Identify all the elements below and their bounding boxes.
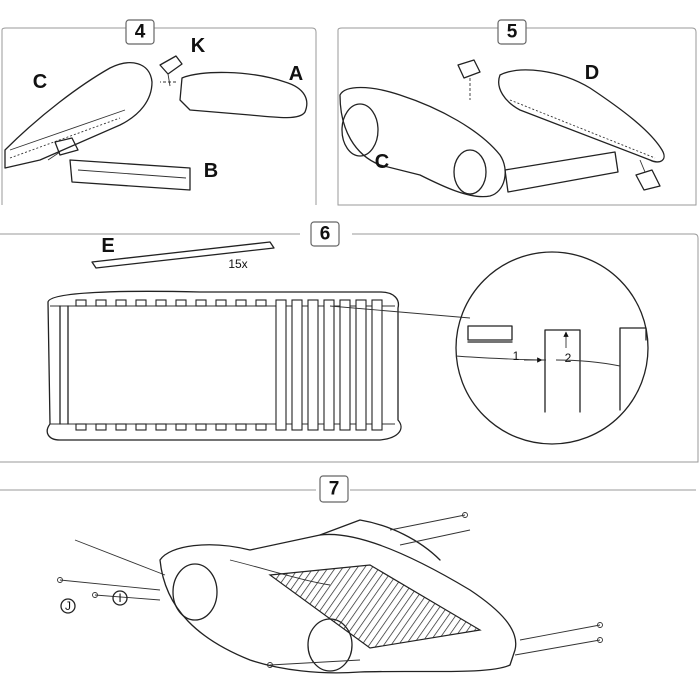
step-7-panel: 7 J I (0, 475, 696, 674)
step-6-badge (310, 221, 340, 247)
connector-top (457, 59, 481, 79)
label-j: J (65, 599, 71, 613)
car-headboard (319, 519, 441, 561)
label-e: E (101, 235, 114, 257)
slat-e (91, 241, 275, 269)
slat-base (268, 564, 482, 649)
label-a: A (289, 63, 303, 85)
bed-frame (46, 290, 402, 441)
bolt-i (112, 590, 128, 606)
step-6-number: 6 (320, 224, 331, 245)
wheel-front (453, 149, 487, 195)
installed-slats (275, 299, 383, 431)
step-7-number: 7 (329, 479, 340, 500)
step-4-number: 4 (135, 22, 146, 43)
label-b: B (204, 160, 218, 182)
step-5-panel: 5 C D (337, 19, 697, 206)
label-c: C (33, 71, 47, 93)
arrow-label-1: 1 (513, 349, 520, 363)
arrow-label-2: 2 (565, 351, 572, 365)
slat-holders-bottom (75, 423, 267, 431)
step-6-panel: 6 E 15x (0, 221, 699, 463)
detail-leader (329, 305, 471, 319)
rail-b (69, 159, 191, 191)
rail-step5 (504, 151, 619, 193)
assembly-rods (57, 512, 603, 668)
step-5-number: 5 (507, 22, 518, 43)
label-c-step5: C (375, 151, 389, 173)
bracket (54, 137, 79, 156)
headboard-d (498, 69, 665, 163)
quantity-label: 15x (228, 257, 247, 271)
connector-k (159, 55, 183, 75)
label-k: K (191, 35, 206, 57)
wheel-rear (341, 103, 379, 157)
label-d: D (585, 62, 599, 84)
connector-bottom (635, 169, 661, 191)
step-5-badge (497, 19, 527, 45)
car-side-c (339, 86, 506, 198)
label-i: I (118, 591, 121, 605)
slat-holders-top (75, 299, 267, 307)
screw-j (60, 598, 76, 614)
detail-view: 1 2 (455, 325, 647, 413)
detail-circle (455, 251, 649, 445)
car-wheel-rear (172, 563, 218, 621)
step-4-badge (125, 19, 155, 45)
step-4-panel: 4 C K A B (1, 19, 317, 205)
step-7-badge (319, 475, 349, 503)
side-panel-a (179, 71, 308, 119)
headboard-c (4, 62, 153, 169)
